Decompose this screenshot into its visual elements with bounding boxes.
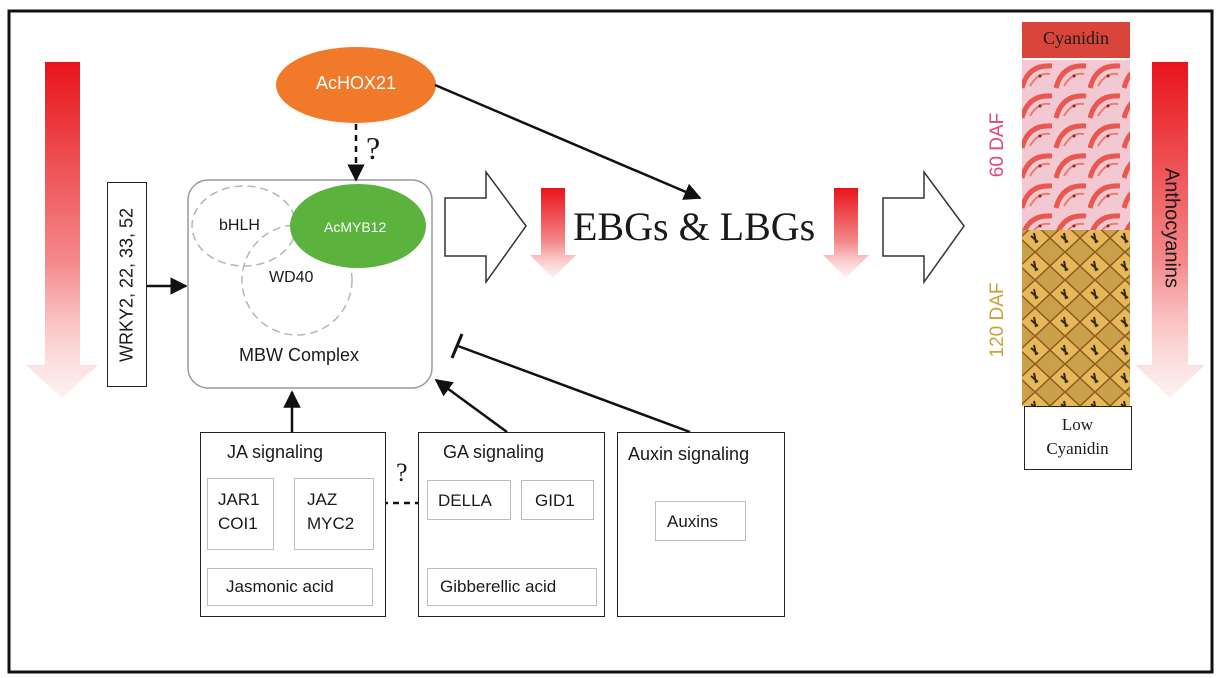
achox21-label: AcHOX21	[316, 73, 397, 93]
downregulation-arrow-right	[1135, 62, 1205, 398]
ga-to-mbw-arrow	[434, 378, 508, 434]
wd40-label: WD40	[269, 269, 314, 286]
cyanidin-label: Cyanidin	[1043, 28, 1109, 48]
low-cyanidin-line2: Cyanidin	[1046, 439, 1109, 458]
fruit-120daf-image	[1022, 230, 1130, 406]
auxins-box: Auxins	[655, 501, 746, 541]
gibberellic-acid-label: Gibberellic acid	[440, 577, 557, 596]
mbw-complex-label: MBW Complex	[239, 345, 360, 365]
gid1-label: GID1	[535, 491, 575, 510]
auxin-inhibition-bar	[450, 333, 464, 359]
gid1-box: GID1	[521, 480, 594, 520]
jaz-label: JAZ	[307, 490, 338, 509]
wrky-label: WRKY2, 22, 33, 52	[116, 207, 137, 362]
question-mark-achox21: ?	[366, 130, 381, 166]
fruit-60daf-image	[1022, 60, 1130, 230]
cyanidin-header-box	[1022, 22, 1130, 58]
wd40-circle	[241, 224, 353, 336]
acmyb12-ellipse	[290, 184, 426, 268]
downregulation-arrow-left	[26, 62, 98, 398]
auxins-label: Auxins	[667, 512, 719, 531]
jasmonic-acid-box: Jasmonic acid	[207, 568, 373, 606]
ja-signaling-title: JA signaling	[227, 442, 324, 462]
block-arrow-mbw-to-genes	[444, 169, 527, 285]
della-label: DELLA	[438, 491, 492, 510]
acmyb12-label: AcMYB12	[324, 219, 387, 235]
auxin-signaling-title: Auxin signaling	[628, 444, 750, 464]
jaz-myc2-box: JAZ MYC2	[294, 478, 374, 550]
block-arrow-genes-to-anthocyanins	[882, 169, 965, 285]
bhlh-label: bHLH	[219, 217, 260, 234]
gibberellic-acid-box: Gibberellic acid	[427, 568, 597, 606]
jasmonic-acid-label: Jasmonic acid	[226, 577, 334, 596]
question-mark-jaz-della: ?	[396, 458, 408, 487]
coi1-label: COI1	[218, 514, 258, 533]
jar1-label: JAR1	[218, 490, 260, 509]
stage-120daf-label: 120 DAF	[987, 282, 1008, 358]
achox21-to-genes-arrow	[434, 83, 702, 200]
genes-down-arrow-left	[530, 188, 576, 278]
anthocyanins-label: Anthocyanins	[1160, 167, 1183, 289]
auxin-inhibition-line	[457, 344, 691, 434]
della-box: DELLA	[427, 480, 511, 520]
figure-border	[7, 9, 1214, 674]
low-cyanidin-box: Low Cyanidin	[1024, 406, 1132, 470]
low-cyanidin-line1: Low	[1061, 415, 1094, 434]
ga-signaling-title: GA signaling	[443, 442, 545, 462]
stage-60daf-label: 60 DAF	[987, 112, 1008, 178]
genes-down-arrow-right	[823, 188, 869, 278]
jar1-coi1-box: JAR1 COI1	[207, 478, 274, 550]
genes-label: EBGs & LBGs	[573, 204, 816, 249]
wrky-box: WRKY2, 22, 33, 52	[107, 182, 147, 387]
achox21-ellipse	[276, 47, 436, 123]
myc2-label: MYC2	[307, 514, 355, 533]
